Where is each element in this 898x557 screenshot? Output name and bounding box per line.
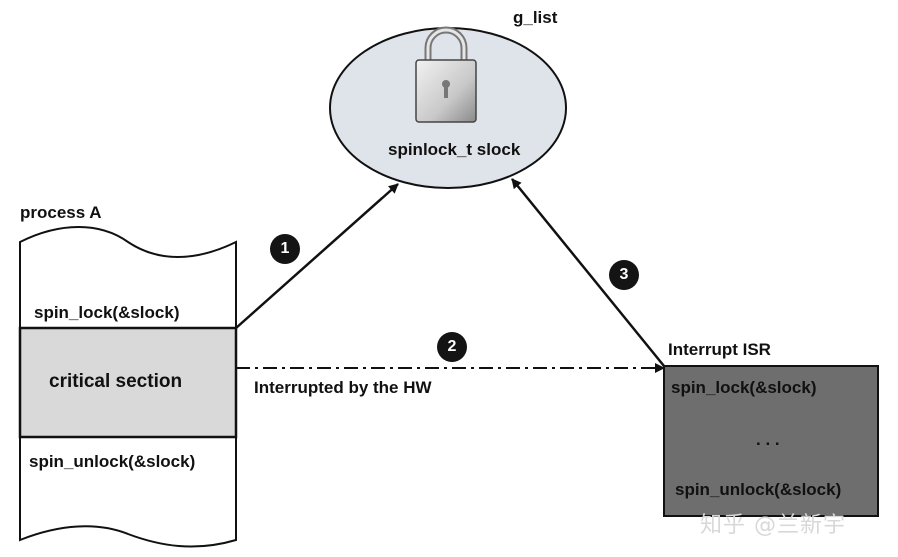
step-2-badge: 2 xyxy=(437,332,467,362)
interrupt-caption: Interrupted by the HW xyxy=(254,378,432,397)
isr-spin-unlock: spin_unlock(&slock) xyxy=(675,480,842,499)
slock-label: spinlock_t slock xyxy=(388,140,521,159)
step-1-badge: 1 xyxy=(270,234,300,264)
critical-section-block xyxy=(18,326,238,439)
padlock-icon xyxy=(415,26,477,123)
isr-box xyxy=(663,365,879,517)
step-3-badge: 3 xyxy=(609,260,639,290)
watermark-text: 知乎 @兰新宇 xyxy=(700,513,846,538)
isr-ellipsis: . . . xyxy=(756,430,780,449)
critical-section-label: critical section xyxy=(49,371,183,392)
arrow-step-3 xyxy=(511,178,665,367)
process-a-spin-unlock: spin_unlock(&slock) xyxy=(29,452,196,471)
g-list-title: g_list xyxy=(513,8,558,27)
process-a-title: process A xyxy=(20,203,102,222)
isr-title: Interrupt ISR xyxy=(668,340,771,359)
process-a-spin-lock: spin_lock(&slock) xyxy=(34,303,180,322)
isr-spin-lock: spin_lock(&slock) xyxy=(671,378,817,397)
arrow-step-1 xyxy=(235,183,399,329)
